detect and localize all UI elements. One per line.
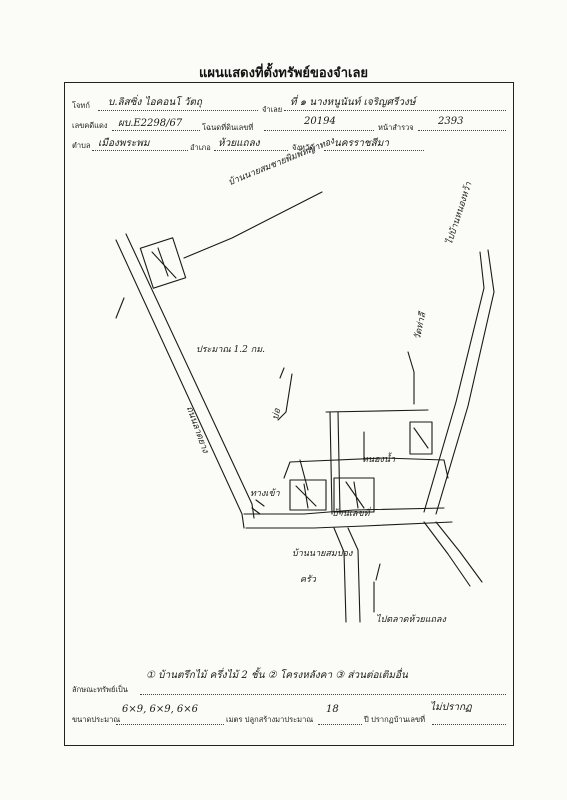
- subdistrict-label: ตำบล: [72, 141, 91, 150]
- defendant-label: จำเลย: [262, 105, 283, 114]
- location-map: [115, 191, 495, 623]
- map-frame: [64, 82, 514, 746]
- map-label-to-market: ไปตลาดห้วยแถลง: [376, 615, 446, 625]
- unit-label: เมตร ปลูกสร้างมาประมาณ: [226, 715, 314, 724]
- deed-label: โฉนดที่ดินเลขที่: [202, 123, 254, 132]
- defendant-value: ที่ ๑ นางหนูนันท์ เจริญศรีวงษ์: [290, 97, 416, 108]
- province-label: จังหวัด: [292, 143, 315, 152]
- property-value: ① บ้านตรึกไม้ ครึ่งไม้ 2 ชั้น ② โครงหลัง…: [146, 670, 408, 681]
- case-label: เลขคดีแดง: [72, 121, 108, 130]
- years-value: 18: [326, 704, 339, 715]
- subdistrict-value: เมืองพระพม: [98, 138, 150, 149]
- document-title: แผนแสดงที่ตั้งทรัพย์ของจำเลย: [198, 66, 369, 81]
- map-label-kitchen: ครัว: [300, 575, 316, 585]
- plaintiff-value: บ.ลิสซิ่ง ไอคอนโ วัตถุ: [108, 97, 202, 108]
- map-label-canal: หนองน้ำ: [362, 455, 396, 465]
- page-value: 2393: [438, 116, 464, 127]
- plaintiff-label: โจทก์: [72, 101, 90, 110]
- size-value: 6×9, 6×9, 6×6: [122, 704, 199, 715]
- map-label-distance: ประมาณ 1.2 กม.: [196, 345, 265, 355]
- district-value: ห้วยแถลง: [218, 138, 260, 149]
- district-label: อำเภอ: [190, 143, 211, 152]
- map-label-gate: ทางเข้า: [250, 489, 280, 499]
- house-no-value: ไม่ปรากฏ: [430, 702, 472, 713]
- map-label-house-sign: บ้านเลขที่: [332, 509, 370, 519]
- case-value: ผบ.E2298/67: [118, 118, 183, 129]
- years-label: ปี ปรากฏบ้านเลขที่: [364, 715, 426, 724]
- deed-value: 20194: [304, 116, 336, 127]
- size-label: ขนาดประมาณ: [72, 715, 121, 724]
- page-label: หน้าสำรวจ: [378, 123, 414, 132]
- map-label-mark: บ้านนายสมปอง: [292, 549, 353, 559]
- property-label: ลักษณะทรัพย์เป็น: [72, 685, 128, 694]
- province-value: นครราชสีมา: [334, 138, 389, 149]
